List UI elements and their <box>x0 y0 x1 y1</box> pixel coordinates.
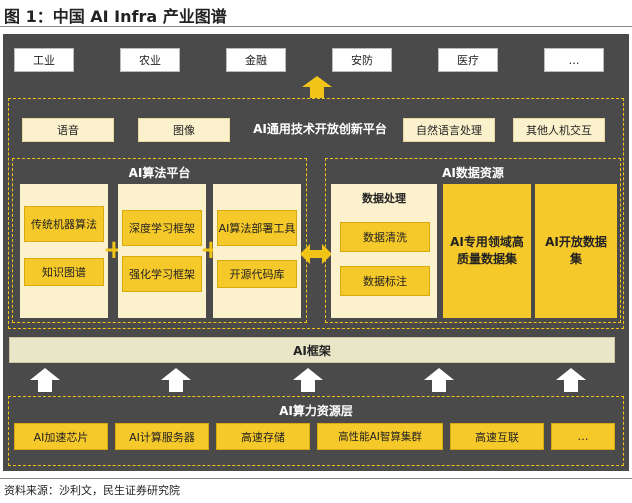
industry-item: 安防 <box>332 48 392 72</box>
up-arrow-icon <box>293 368 323 392</box>
figure-title: 图 1：中国 AI Infra 产业图谱 <box>4 7 227 26</box>
compute-item: 高性能AI智算集群 <box>317 423 443 450</box>
data-label: AI数据资源 <box>442 166 504 180</box>
platform-label: AI通用技术开放创新平台 <box>253 122 387 136</box>
algorithm-item: 深度学习框架 <box>122 210 202 246</box>
industry-item: 医疗 <box>438 48 498 72</box>
industry-item: 工业 <box>14 48 74 72</box>
algorithm-frame <box>12 158 307 323</box>
up-arrow-icon <box>30 368 60 392</box>
title-divider <box>0 26 632 27</box>
platform-item: 自然语言处理 <box>403 118 495 142</box>
algorithm-column <box>20 184 108 318</box>
compute-item: 高速互联 <box>450 423 544 450</box>
open-dataset: AI开放数据集 <box>535 184 617 318</box>
algorithm-item: 开源代码库 <box>217 260 297 288</box>
data-frame <box>325 158 621 323</box>
compute-item: … <box>551 423 615 450</box>
up-arrow-icon <box>424 368 454 392</box>
platform-item: 其他人机交互 <box>513 118 605 142</box>
compute-item: AI加速芯片 <box>14 423 108 450</box>
algorithm-item: 传统机器算法 <box>24 206 104 242</box>
platform-frame <box>8 98 624 329</box>
algorithm-column <box>118 184 206 318</box>
algorithm-item: 知识图谱 <box>24 258 104 286</box>
platform-item: 图像 <box>138 118 230 142</box>
algorithm-column <box>213 184 301 318</box>
compute-item: 高速存储 <box>216 423 310 450</box>
algorithm-label: AI算法平台 <box>128 166 191 180</box>
domain-dataset: AI专用领域高质量数据集 <box>443 184 531 318</box>
industry-item: 金融 <box>226 48 286 72</box>
data-processing-item: 数据标注 <box>340 266 430 296</box>
up-arrow-icon <box>302 76 332 98</box>
up-arrow-icon <box>161 368 191 392</box>
data-processing-label: 数据处理 <box>362 192 406 205</box>
industry-item: … <box>544 48 604 72</box>
algorithm-item: 强化学习框架 <box>122 256 202 292</box>
compute-label: AI算力资源层 <box>279 404 353 418</box>
up-arrow-icon <box>556 368 586 392</box>
source-divider <box>0 478 632 479</box>
double-arrow-icon <box>300 244 332 264</box>
compute-frame <box>8 396 624 466</box>
platform-item: 语音 <box>22 118 114 142</box>
industry-item: 农业 <box>120 48 180 72</box>
ai-framework-bar: AI框架 <box>9 337 615 363</box>
data-processing-item: 数据清洗 <box>340 222 430 252</box>
source-note: 资料来源：沙利文，民生证券研究院 <box>4 484 180 497</box>
compute-item: AI计算服务器 <box>115 423 209 450</box>
algorithm-item: AI算法部署工具 <box>217 210 297 246</box>
